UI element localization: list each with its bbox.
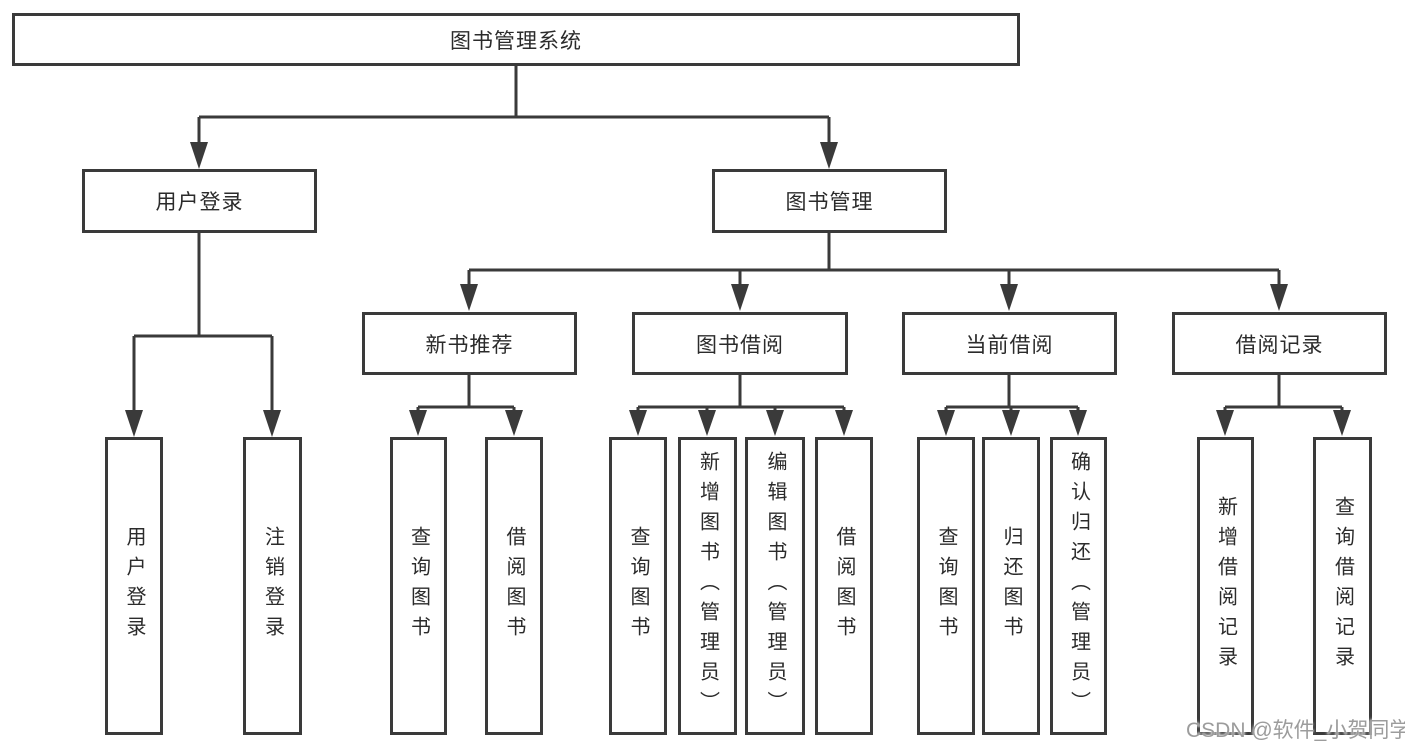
leaf-return-book: 归还图书 [982, 437, 1040, 735]
node-user-login-group: 用户登录 [82, 169, 317, 233]
node-current-borrow: 当前借阅 [902, 312, 1117, 375]
leaf-user-login: 用户登录 [105, 437, 163, 735]
leaf-add-borrow-record: 新增借阅记录 [1197, 437, 1254, 735]
leaf-query-book-current: 查询图书 [917, 437, 975, 735]
leaf-edit-book-admin: 编辑图书（管理员） [745, 437, 805, 735]
leaf-query-book-borrow: 查询图书 [609, 437, 667, 735]
leaf-borrow-book: 借阅图书 [815, 437, 873, 735]
node-borrow-records: 借阅记录 [1172, 312, 1387, 375]
leaf-add-book-admin: 新增图书（管理员） [678, 437, 737, 735]
node-root-system: 图书管理系统 [12, 13, 1020, 66]
leaf-logout: 注销登录 [243, 437, 302, 735]
leaf-query-borrow-record: 查询借阅记录 [1313, 437, 1372, 735]
node-new-book-recommend: 新书推荐 [362, 312, 577, 375]
leaf-query-book-recommend: 查询图书 [390, 437, 447, 735]
csdn-watermark: CSDN @软件_小贺同学 [1186, 719, 1405, 742]
node-book-borrow: 图书借阅 [632, 312, 848, 375]
leaf-confirm-return-admin: 确认归还（管理员） [1050, 437, 1107, 735]
node-book-management: 图书管理 [712, 169, 947, 233]
leaf-borrow-book-recommend: 借阅图书 [485, 437, 543, 735]
